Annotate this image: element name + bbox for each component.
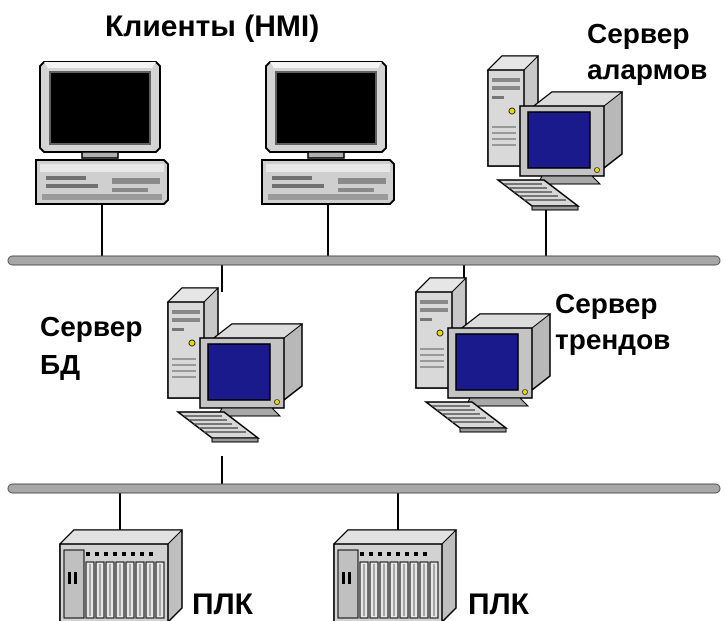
alarm-server-label: Сервер алармов <box>587 16 707 88</box>
db-server-icon <box>167 287 303 443</box>
plc-2-label: ПЛК <box>468 588 529 621</box>
client-hmi-2-icon <box>261 61 395 205</box>
plc-1-icon <box>59 529 183 621</box>
network-bus-lower <box>7 483 721 494</box>
db-server-label: Сервер БД <box>40 308 142 384</box>
plc-2-icon <box>333 529 457 621</box>
db-server-label-line2: БД <box>40 349 81 380</box>
trend-server-label: Сервер трендов <box>555 286 670 358</box>
db-server-label-line1: Сервер <box>40 311 143 342</box>
trend-server-label-line2: трендов <box>555 324 671 355</box>
alarm-server-label-line1: Сервер <box>587 18 690 49</box>
client-hmi-1-icon <box>35 61 169 205</box>
plc-1-label: ПЛК <box>192 588 253 621</box>
network-bus-upper <box>7 255 721 266</box>
trend-server-label-line1: Сервер <box>555 288 658 319</box>
clients-hmi-label: Клиенты (HMI) <box>105 10 320 43</box>
trend-server-icon <box>415 277 551 433</box>
alarm-server-label-line2: алармов <box>587 54 708 85</box>
